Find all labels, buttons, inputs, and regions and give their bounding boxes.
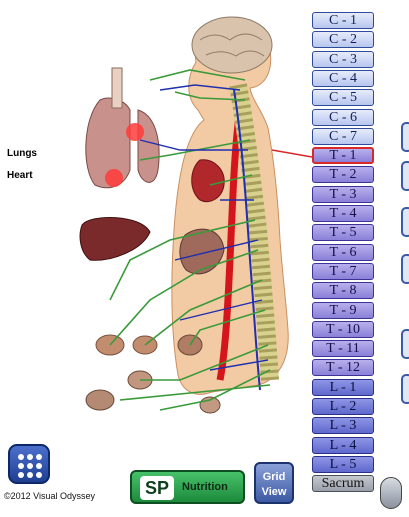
copyright-text: ©2012 Visual Odyssey — [4, 491, 96, 501]
grid-view-button[interactable]: Grid View — [254, 462, 294, 504]
vertebra-button-t-4[interactable]: T - 4 — [312, 205, 374, 222]
side-tab-1[interactable] — [401, 122, 409, 152]
vertebra-button-t-9[interactable]: T - 9 — [312, 302, 374, 319]
label-lungs: Lungs — [7, 148, 37, 159]
nerve-branches-green — [109, 69, 271, 411]
small-organ-4 — [85, 389, 115, 411]
vertebra-button-t-3[interactable]: T - 3 — [312, 186, 374, 203]
vertebra-button-c-6[interactable]: C - 6 — [312, 109, 374, 126]
vertebra-button-l-3[interactable]: L - 3 — [312, 417, 374, 434]
sacrum-icon[interactable] — [380, 477, 402, 509]
vertebra-button-t-6[interactable]: T - 6 — [312, 244, 374, 261]
vertebra-button-t-2[interactable]: T - 2 — [312, 166, 374, 183]
side-tab-3[interactable] — [401, 207, 409, 237]
lungs — [85, 97, 160, 189]
nutrition-label: Nutrition — [182, 481, 228, 493]
heart — [191, 159, 225, 203]
vertebra-button-l-4[interactable]: L - 4 — [312, 437, 374, 454]
liver — [79, 217, 151, 261]
vertebra-button-t-10[interactable]: T - 10 — [312, 321, 374, 338]
vertebra-button-t-11[interactable]: T - 11 — [312, 340, 374, 357]
vertebra-button-l-1[interactable]: L - 1 — [312, 379, 374, 396]
side-tab-4[interactable] — [401, 254, 409, 284]
vertebra-button-l-2[interactable]: L - 2 — [312, 398, 374, 415]
grid-view-line2: View — [261, 486, 287, 498]
vertebra-button-c-1[interactable]: C - 1 — [312, 12, 374, 29]
menu-grid-button[interactable] — [8, 444, 50, 484]
vertebra-button-c-4[interactable]: C - 4 — [312, 70, 374, 87]
vertebra-button-t-12[interactable]: T - 12 — [312, 359, 374, 376]
nutrition-button[interactable]: SP Nutrition — [130, 470, 245, 504]
label-heart: Heart — [7, 170, 33, 181]
lung-highlight-2 — [105, 169, 123, 187]
side-tab-2[interactable] — [401, 161, 409, 191]
selection-connector — [271, 149, 313, 158]
vertebra-button-t-1[interactable]: T - 1 — [312, 147, 374, 164]
grid-view-line1: Grid — [262, 471, 286, 483]
vertebra-button-c-2[interactable]: C - 2 — [312, 31, 374, 48]
vertebra-button-l-5[interactable]: L - 5 — [312, 456, 374, 473]
lung-highlight-1 — [126, 123, 144, 141]
brain — [191, 16, 273, 74]
side-tab-6[interactable] — [401, 374, 409, 404]
side-tab-5[interactable] — [401, 329, 409, 359]
nerve-branches-blue — [139, 84, 269, 371]
vertebra-button-t-8[interactable]: T - 8 — [312, 282, 374, 299]
vertebra-button-c-3[interactable]: C - 3 — [312, 51, 374, 68]
vertebra-button-c-7[interactable]: C - 7 — [312, 128, 374, 145]
vertebra-button-c-5[interactable]: C - 5 — [312, 89, 374, 106]
vertebra-button-t-7[interactable]: T - 7 — [312, 263, 374, 280]
sp-logo-icon: SP — [140, 476, 174, 500]
vertebra-button-t-5[interactable]: T - 5 — [312, 224, 374, 241]
vertebra-button-sacrum[interactable]: Sacrum — [312, 475, 374, 492]
